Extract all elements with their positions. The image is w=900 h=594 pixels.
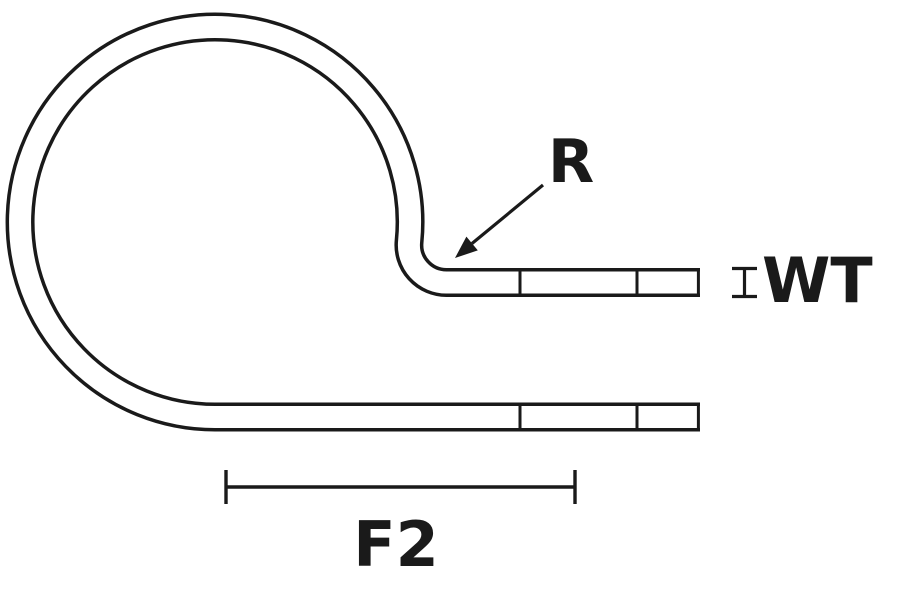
wall-thickness-label: WT	[762, 244, 873, 317]
clamp-profile	[5, 12, 700, 432]
radius-callout: R	[455, 127, 594, 258]
radius-leader-line	[470, 183, 545, 245]
f2-label: F2	[353, 508, 439, 581]
segment-tick-marks	[518, 269, 639, 431]
radius-label: R	[548, 127, 594, 197]
wall-thickness-callout: WT	[732, 244, 873, 317]
radius-arrowhead-icon	[455, 236, 478, 258]
f2-dimension: F2	[224, 470, 577, 581]
clamp-profile-inner-channel	[9, 16, 700, 428]
